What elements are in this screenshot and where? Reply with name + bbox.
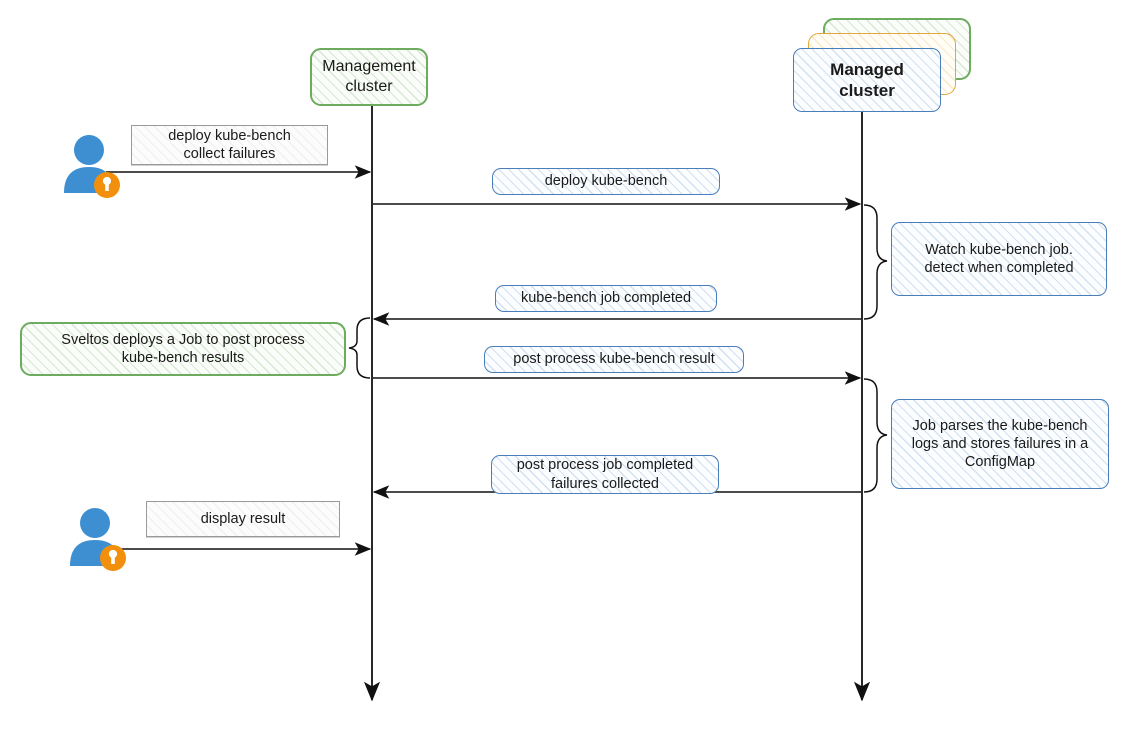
message-m2-line1: deploy kube-bench: [544, 173, 668, 190]
note-n2-line1: Sveltos deploys a Job to post process: [61, 331, 305, 348]
message-m1-line1: deploy kube-bench: [168, 127, 291, 144]
note-n3-line3: ConfigMap: [964, 454, 1036, 471]
participant-managed-line1: Managed: [830, 59, 904, 79]
message-m1-line2: collect failures: [183, 146, 276, 162]
participant-management-cluster[interactable]: Management cluster: [310, 48, 428, 106]
message-label-m2: deploy kube-bench: [492, 168, 720, 195]
message-m4-line1: post process kube-bench result: [513, 351, 715, 368]
note-n3-line1: Job parses the kube-bench: [912, 417, 1088, 434]
note-sveltos-deploys-job: Sveltos deploys a Job to post process ku…: [20, 322, 346, 376]
participant-managed-cluster[interactable]: Managed cluster: [793, 48, 941, 112]
note-n2-line2: kube-bench results: [121, 350, 245, 366]
participant-management-line1: Management: [322, 58, 416, 75]
message-label-m3: kube-bench job completed: [495, 285, 717, 312]
brace-managed-watch: [863, 204, 888, 320]
participant-managed-line2: cluster: [839, 81, 895, 100]
brace-managed-postprocess: [863, 378, 888, 493]
message-label-m4: post process kube-bench result: [484, 346, 744, 373]
message-label-m5: post process job completed failures coll…: [491, 455, 719, 494]
note-n1-line1: Watch kube-bench job.: [925, 241, 1073, 258]
user-actor-bottom: [70, 508, 126, 571]
message-label-m6: display result: [146, 501, 340, 537]
message-m5-line2: failures collected: [550, 475, 659, 492]
message-m3-line1: kube-bench job completed: [520, 290, 692, 307]
note-n3-line2: logs and stores failures in a: [911, 435, 1089, 452]
message-m5-line1: post process job completed: [516, 457, 694, 474]
user-actor-top: [64, 135, 120, 198]
note-job-parses-logs: Job parses the kube-bench logs and store…: [891, 399, 1109, 489]
brace-management-sveltos: [348, 317, 371, 379]
participant-management-line2: cluster: [345, 78, 393, 95]
note-n1-line2: detect when completed: [924, 260, 1074, 276]
message-m6-line1: display result: [200, 510, 286, 527]
note-watch-kube-bench: Watch kube-bench job. detect when comple…: [891, 222, 1107, 296]
message-label-m1: deploy kube-bench collect failures: [131, 125, 328, 165]
